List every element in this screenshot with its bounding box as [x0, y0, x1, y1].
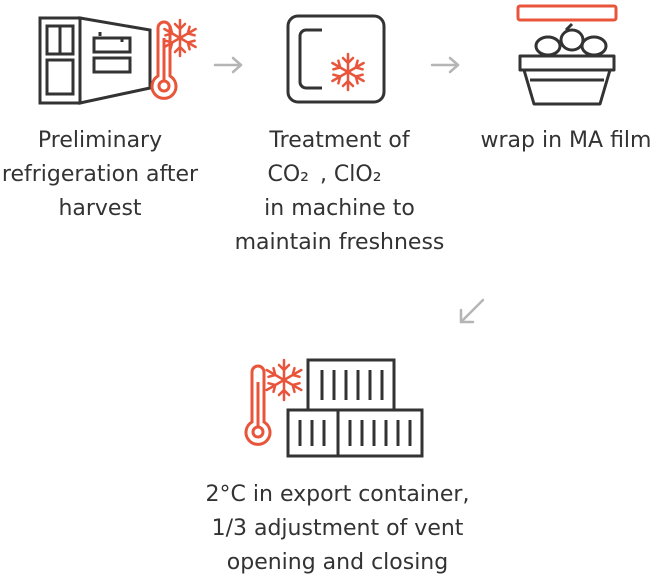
step-1-line: Preliminary: [37, 128, 163, 153]
arrow-right-icon: [213, 56, 243, 74]
step-2-line: maintain freshness: [234, 230, 445, 255]
step-2-line: Treatment of: [269, 128, 410, 153]
machine-snowflake-icon: [286, 14, 386, 104]
step-4-line: opening and closing: [226, 550, 449, 575]
step-4-label: 2°C in export container, 1/3 adjustment …: [190, 478, 485, 580]
arrow-right-icon: [430, 56, 460, 74]
arrow-down-left-icon: [459, 298, 485, 324]
step-2-line: in machine to: [264, 196, 415, 221]
step-1-label: Preliminary refrigeration after harvest: [0, 124, 200, 226]
step-1-line: harvest: [58, 196, 142, 221]
step-1-line: refrigeration after: [1, 162, 199, 187]
fridge-thermometer-snowflake-icon: [38, 16, 197, 105]
step-3-label: wrap in MA film: [476, 124, 656, 158]
container-thermometer-snowflake-icon: [244, 358, 424, 458]
basket-film-icon: [516, 4, 618, 106]
step-4-line: 1/3 adjustment of vent: [211, 516, 464, 541]
step-3-line: wrap in MA film: [480, 128, 652, 153]
step-2-label: Treatment of CO₂ , ClO₂ in machine to ma…: [232, 124, 447, 260]
step-2-line: CO₂ , ClO₂: [267, 162, 382, 187]
step-4-line: 2°C in export container,: [205, 482, 470, 507]
